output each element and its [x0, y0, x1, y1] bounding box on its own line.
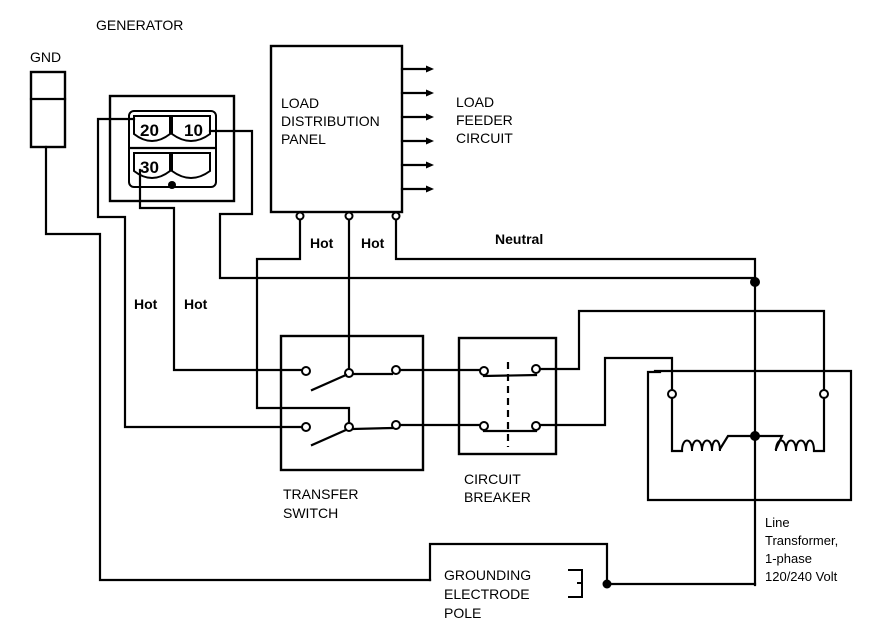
outlet-30	[133, 152, 171, 179]
grounding-electrode	[428, 542, 757, 598]
feeder-arrow-icon	[426, 113, 434, 121]
ts-blade-2	[310, 428, 348, 447]
ts-terminal-common-2	[344, 422, 354, 432]
feeder-arrows	[400, 65, 434, 193]
ts-terminal-out-2	[391, 420, 401, 430]
transformer-label-2: Transformer,	[765, 533, 838, 548]
generator-label: GENERATOR	[96, 17, 183, 33]
circuit-breaker-label-2: BREAKER	[464, 489, 531, 505]
transformer-label-4: 120/240 Volt	[765, 569, 838, 584]
ts-terminal-out-1	[391, 365, 401, 375]
circuit-breaker-label-1: CIRCUIT	[464, 471, 521, 487]
ts-link-2	[351, 426, 394, 431]
transformer-label-1: Line	[765, 515, 790, 530]
ts-terminal-gen-1	[301, 366, 311, 376]
circuit-breaker	[457, 336, 558, 456]
gen-hot-wire-30	[138, 168, 307, 372]
panel-hot-label-2: Hot	[361, 235, 385, 251]
neutral-wire	[394, 218, 757, 587]
cb-terminal-out-2	[531, 421, 541, 431]
transfer-switch-label-1: TRANSFER	[283, 486, 358, 502]
feeder-arrow-icon	[426, 185, 434, 193]
grounding-label-2: ELECTRODE	[444, 586, 530, 602]
outlet-30-label: 30	[140, 158, 159, 177]
panel-rect	[269, 44, 404, 214]
feeder-arrow-icon	[426, 89, 434, 97]
transformer-enclosure	[646, 369, 853, 502]
outlet-20	[133, 115, 171, 142]
feeder-arrow-icon	[426, 65, 434, 73]
cb-terminal-in-2	[479, 421, 489, 431]
xfmr-coil-left	[681, 439, 721, 452]
cb-contact-1	[482, 373, 538, 378]
feeder-label-line1: LOAD	[456, 94, 494, 110]
transfer-switch	[279, 334, 425, 472]
panel-terminal-neutral	[391, 211, 401, 221]
ground-junction	[602, 579, 612, 589]
transfer-switch-rect	[279, 334, 425, 472]
gen-hot-label-2: Hot	[184, 296, 208, 312]
gen-hot-wire-20	[96, 117, 307, 429]
panel-hot-wire-1	[255, 218, 351, 429]
outlet-20-label: 20	[140, 121, 159, 140]
panel-label-line3: PANEL	[281, 131, 326, 147]
outlet-10	[171, 115, 211, 142]
xfmr-lead-2	[812, 396, 826, 453]
gnd-label: GND	[30, 49, 61, 65]
generator-frame	[108, 94, 236, 203]
xfmr-center-junction	[750, 431, 760, 441]
circuit-breaker-rect	[457, 336, 558, 456]
generator: 20 10 30	[108, 94, 236, 203]
xfmr-terminal-2	[819, 389, 829, 399]
xfmr-lead-1	[670, 396, 684, 453]
feeder-label-line2: FEEDER	[456, 112, 513, 128]
gnd-block	[29, 70, 432, 582]
transfer-switch-label-2: SWITCH	[283, 505, 338, 521]
neutral-junction	[750, 277, 760, 287]
grounding-label-3: POLE	[444, 605, 481, 621]
ground-loop	[428, 542, 609, 586]
line-transformer	[646, 369, 853, 502]
xfmr-terminal-1	[667, 389, 677, 399]
transformer-label-3: 1-phase	[765, 551, 812, 566]
gnd-wire	[44, 145, 432, 582]
gnd-rect	[29, 70, 67, 149]
xfmr-coil-right	[775, 439, 815, 452]
grounding-label-1: GROUNDING	[444, 567, 531, 583]
panel-label-line2: DISTRIBUTION	[281, 113, 380, 129]
ts-blade-1	[310, 373, 348, 392]
outlet-10-label: 10	[184, 121, 203, 140]
feeder-arrow-icon	[426, 137, 434, 145]
ts-terminal-gen-2	[301, 422, 311, 432]
cb-terminal-in-1	[479, 366, 489, 376]
panel-hot-label-1: Hot	[310, 235, 334, 251]
feeder-label-line3: CIRCUIT	[456, 130, 513, 146]
neutral-label: Neutral	[495, 231, 543, 247]
panel-terminal-hot-2	[344, 211, 354, 221]
panel-terminal-hot-1	[295, 211, 305, 221]
ground-rod-symbol	[568, 569, 583, 598]
panel-label-line1: LOAD	[281, 95, 319, 111]
cb-xfmr-wire-1	[538, 309, 826, 396]
load-distribution-panel: LOAD DISTRIBUTION PANEL	[269, 44, 434, 221]
gen-neutral-wire-10	[208, 129, 757, 280]
gen-hot-label-1: Hot	[134, 296, 158, 312]
outlet-blank	[171, 152, 211, 179]
feeder-arrow-icon	[426, 161, 434, 169]
cb-terminal-out-1	[531, 364, 541, 374]
outlet-ground-pin	[168, 181, 176, 189]
